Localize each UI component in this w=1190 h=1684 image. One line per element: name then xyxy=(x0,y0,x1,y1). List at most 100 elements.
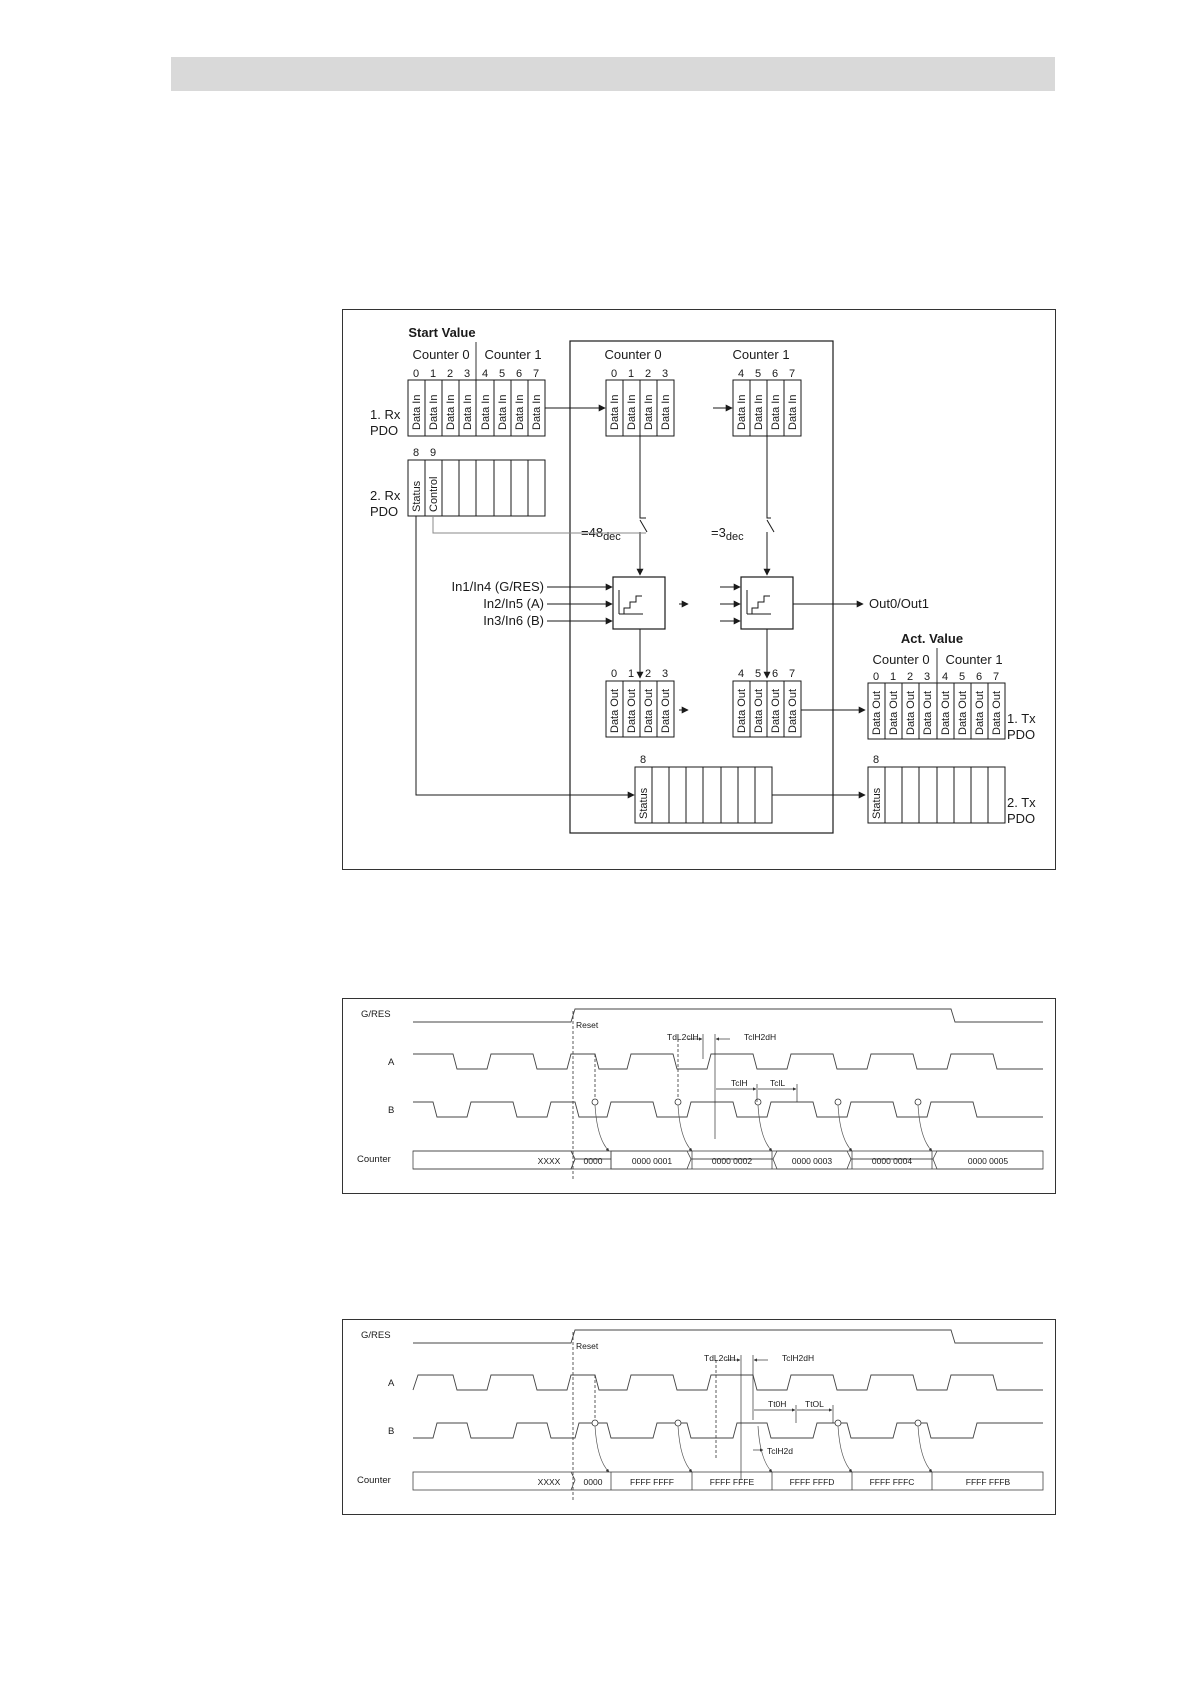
signal-a-label: A xyxy=(388,1378,395,1389)
counter1-logic-block xyxy=(740,576,794,630)
svg-text:3: 3 xyxy=(662,368,668,380)
svg-text:Data Out: Data Out xyxy=(888,691,900,735)
svg-text:Data In: Data In xyxy=(531,395,543,430)
svg-text:Data Out: Data Out xyxy=(609,689,621,733)
svg-text:3: 3 xyxy=(662,668,668,680)
counter-value-1: 0000 xyxy=(584,1477,603,1487)
tcll-label: TclL xyxy=(770,1078,785,1088)
svg-text:1: 1 xyxy=(890,671,896,683)
svg-text:Status: Status xyxy=(411,480,423,512)
svg-text:0: 0 xyxy=(413,368,419,380)
svg-text:0: 0 xyxy=(611,668,617,680)
status-index-8: 8 xyxy=(640,754,646,766)
tx-pdo2-label-line1: 2. Tx xyxy=(1007,795,1036,810)
signal-a-label: A xyxy=(388,1057,395,1068)
svg-text:3: 3 xyxy=(464,368,470,380)
svg-text:4: 4 xyxy=(738,668,744,680)
svg-text:Data Out: Data Out xyxy=(736,689,748,733)
rx-pdo2-label-line2: PDO xyxy=(370,504,398,519)
svg-text:Status: Status xyxy=(871,787,883,819)
a-waveform xyxy=(413,1053,1043,1070)
signal-counter-label: Counter xyxy=(357,1475,391,1486)
svg-text:5: 5 xyxy=(959,671,965,683)
svg-text:6: 6 xyxy=(772,668,778,680)
svg-text:4: 4 xyxy=(738,368,744,380)
svg-text:2: 2 xyxy=(447,368,453,380)
svg-text:Data Out: Data Out xyxy=(753,689,765,733)
svg-text:Data In: Data In xyxy=(660,395,672,430)
a-waveform xyxy=(412,1374,1043,1391)
tdl2clh-label: TdL2clH xyxy=(704,1353,736,1363)
rx-pdo1-register: Data In Data In Data In Data In Data In … xyxy=(407,379,546,437)
input-a-label: In2/In5 (A) xyxy=(483,596,544,611)
svg-text:7: 7 xyxy=(993,671,999,683)
svg-text:Data In: Data In xyxy=(787,395,799,430)
svg-text:Data Out: Data Out xyxy=(940,691,952,735)
svg-text:6: 6 xyxy=(976,671,982,683)
svg-text:Data In: Data In xyxy=(497,395,509,430)
svg-text:Data In: Data In xyxy=(480,395,492,430)
counter-value-3: 0000 0002 xyxy=(712,1156,752,1166)
counter-value-6: 0000 0005 xyxy=(968,1156,1008,1166)
svg-text:6: 6 xyxy=(516,368,522,380)
svg-text:5: 5 xyxy=(755,368,761,380)
counter0-output-indices: 0 1 2 3 xyxy=(611,668,668,680)
input-gres-label: In1/In4 (G/RES) xyxy=(452,579,544,594)
counter-value-4: 0000 0003 xyxy=(792,1156,832,1166)
svg-text:Data Out: Data Out xyxy=(643,689,655,733)
rx-pdo2-label-line1: 2. Rx xyxy=(370,488,401,503)
counter-value-3: FFFF FFFE xyxy=(710,1477,755,1487)
counter0-data-out-register: Data Out Data Out Data Out Data Out xyxy=(605,680,675,738)
svg-text:Data In: Data In xyxy=(428,395,440,430)
counter0-input-indices: 0 1 2 3 xyxy=(611,368,668,380)
svg-text:Data In: Data In xyxy=(411,395,423,430)
tclh-label: TclH xyxy=(731,1078,748,1088)
ttol-label: TtOL xyxy=(805,1399,824,1409)
svg-text:Data Out: Data Out xyxy=(905,691,917,735)
svg-text:7: 7 xyxy=(533,368,539,380)
tclh2dh-label: TclH2dH xyxy=(782,1353,814,1363)
svg-text:5: 5 xyxy=(499,368,505,380)
svg-text:0: 0 xyxy=(873,671,879,683)
counter-value-0: XXXX xyxy=(538,1156,561,1166)
svg-text:Data In: Data In xyxy=(445,395,457,430)
rx-pdo1-label-line2: PDO xyxy=(370,423,398,438)
counter1-output-indices: 4 5 6 7 xyxy=(738,668,795,680)
svg-text:5: 5 xyxy=(755,668,761,680)
gres-waveform xyxy=(413,1329,1043,1344)
svg-text:Data In: Data In xyxy=(753,395,765,430)
reset-label: Reset xyxy=(576,1020,599,1030)
rx-pdo1-indices: 0 1 2 3 4 5 6 7 xyxy=(413,368,539,380)
svg-text:2: 2 xyxy=(645,368,651,380)
tclh2d-label: TclH2d xyxy=(767,1446,793,1456)
counter-value-5: 0000 0004 xyxy=(872,1156,912,1166)
svg-text:Data Out: Data Out xyxy=(787,689,799,733)
svg-text:Data Out: Data Out xyxy=(957,691,969,735)
svg-text:3: 3 xyxy=(924,671,930,683)
tx-pdo1-label-line1: 1. Tx xyxy=(1007,711,1036,726)
signal-b-label: B xyxy=(388,1105,394,1116)
tclh2dh-label: TclH2dH xyxy=(744,1032,776,1042)
compare-counter1: =3dec xyxy=(711,525,744,543)
timing-diagram-down: G/RES A B Counter Reset TdL2clH TclH2dH … xyxy=(342,1319,1056,1515)
rx-pdo2-index-8: 8 xyxy=(413,447,419,459)
svg-text:Status: Status xyxy=(638,787,650,819)
counter-bus-down xyxy=(412,1471,1044,1491)
svg-text:1: 1 xyxy=(430,368,436,380)
svg-text:Data In: Data In xyxy=(462,395,474,430)
counter-block-diagram: Start Value Counter 0 Counter 1 0 1 2 3 … xyxy=(342,309,1056,870)
header-bar xyxy=(171,57,1055,91)
svg-text:2: 2 xyxy=(645,668,651,680)
tx-counter0-label: Counter 0 xyxy=(872,652,929,667)
counter-value-5: FFFF FFFC xyxy=(870,1477,915,1487)
start-value-title: Start Value xyxy=(408,325,475,340)
counter1-label: Counter 1 xyxy=(732,347,789,362)
output-label: Out0/Out1 xyxy=(869,596,929,611)
svg-text:Data In: Data In xyxy=(770,395,782,430)
tx-pdo2-index-8: 8 xyxy=(873,754,879,766)
timing-diagram-up: G/RES A B Counter Reset TdL2clH TclH2dH … xyxy=(342,998,1056,1194)
counter-value-0: XXXX xyxy=(538,1477,561,1487)
tx-pdo2-register: Status xyxy=(867,766,1006,824)
tx-counter1-label: Counter 1 xyxy=(945,652,1002,667)
b-waveform xyxy=(413,1101,1043,1118)
